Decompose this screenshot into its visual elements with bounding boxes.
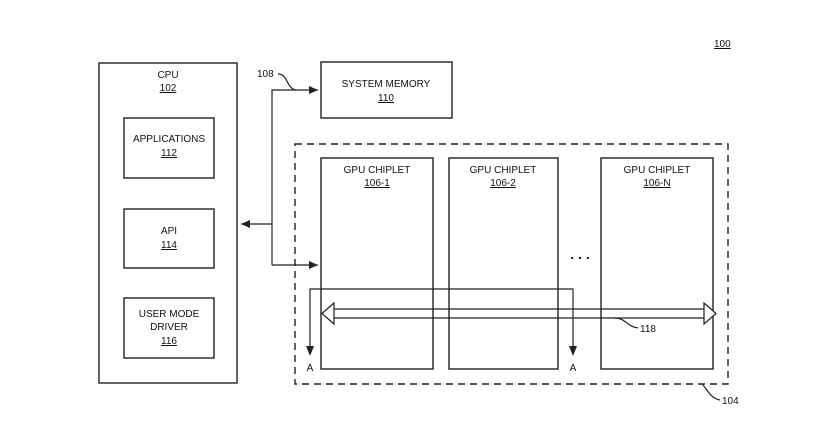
chiplet-2-title: GPU CHIPLET bbox=[470, 165, 537, 176]
gpu-array-boundary bbox=[294, 143, 729, 385]
umd-title-line1: USER MODE bbox=[139, 309, 200, 320]
gpu-chiplet-n: GPU CHIPLET 106-N bbox=[600, 157, 714, 370]
system-memory-title: SYSTEM MEMORY bbox=[342, 79, 431, 90]
system-memory-ref: 110 bbox=[378, 93, 394, 104]
chiplet-n-ref: 106-N bbox=[643, 178, 670, 189]
api-ref: 114 bbox=[161, 240, 177, 251]
umd-ref: 116 bbox=[161, 336, 177, 347]
crosslink-118: 118 bbox=[321, 301, 717, 335]
marker-a-right: A bbox=[570, 363, 577, 374]
bus-ref: 108 bbox=[257, 69, 274, 80]
continuation-path-a: A A bbox=[306, 288, 577, 374]
gpu-chiplet-2: GPU CHIPLET 106-2 bbox=[448, 157, 559, 370]
cpu-title: CPU bbox=[157, 70, 178, 81]
gpu-array-ref-leader bbox=[701, 383, 721, 401]
chiplet-ellipsis: . . . bbox=[570, 246, 589, 262]
api-block: API 114 bbox=[123, 208, 215, 269]
cpu-block: CPU 102 APPLICATIONS 112 API 114 USER MO… bbox=[98, 62, 238, 384]
user-mode-driver-block: USER MODE DRIVER 116 bbox=[123, 297, 215, 359]
chiplet-2-ref: 106-2 bbox=[490, 178, 516, 189]
gpu-array-ref: 104 bbox=[722, 396, 739, 407]
cpu-ref: 102 bbox=[160, 83, 177, 94]
chiplet-1-title: GPU CHIPLET bbox=[344, 165, 411, 176]
system-memory-block: SYSTEM MEMORY 110 bbox=[320, 61, 453, 119]
bus-connector: 108 bbox=[241, 69, 318, 269]
api-title: API bbox=[161, 226, 177, 237]
umd-title-line2: DRIVER bbox=[150, 322, 188, 333]
figure-ref: 100 bbox=[714, 39, 731, 50]
applications-block: APPLICATIONS 112 bbox=[123, 117, 215, 179]
bus-ref-leader bbox=[277, 73, 297, 91]
applications-ref: 112 bbox=[161, 148, 177, 159]
gpu-chiplet-1: GPU CHIPLET 106-1 bbox=[320, 157, 434, 370]
chiplet-n-title: GPU CHIPLET bbox=[624, 165, 691, 176]
chiplet-1-ref: 106-1 bbox=[364, 178, 390, 189]
applications-title: APPLICATIONS bbox=[133, 134, 205, 145]
crosslink-ref-leader bbox=[613, 317, 639, 329]
crosslink-ref: 118 bbox=[640, 324, 656, 335]
marker-a-left: A bbox=[307, 363, 314, 374]
